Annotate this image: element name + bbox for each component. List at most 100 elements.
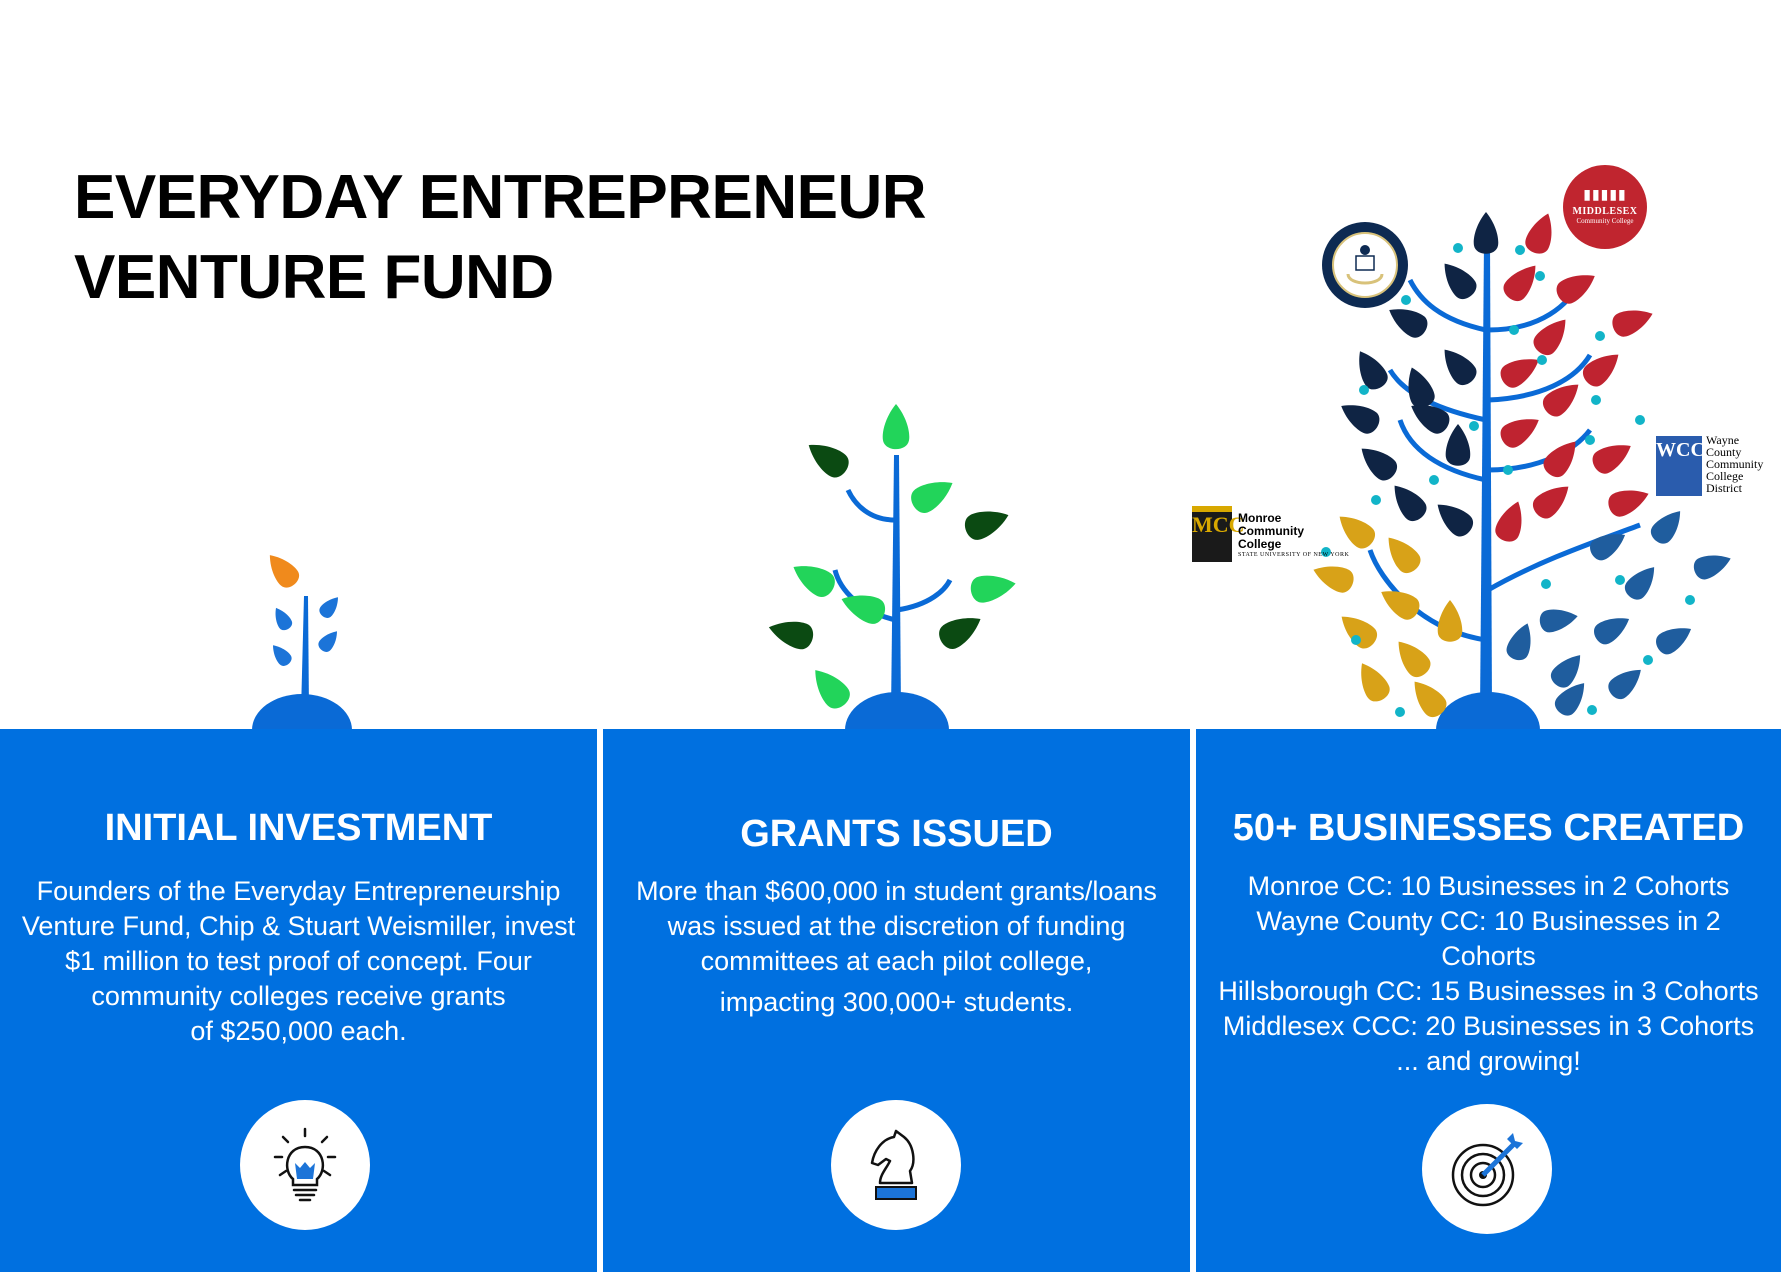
tree-leaf bbox=[1385, 477, 1431, 526]
tree-leaf bbox=[1578, 345, 1627, 391]
panel-heading: 50+ BUSINESSES CREATED bbox=[1232, 807, 1745, 849]
panel-businesses-created: 50+ BUSINESSES CREATED Monroe CC: 10 Bus… bbox=[1196, 729, 1781, 1272]
tree-leaf bbox=[1690, 547, 1735, 583]
wccd-line: Wayne bbox=[1706, 433, 1740, 447]
hillsborough-seal bbox=[1332, 232, 1398, 298]
panel-line: Founders of the Everyday Entrepreneurshi… bbox=[36, 876, 561, 906]
tree-branch bbox=[1487, 353, 1593, 403]
panel-heading: GRANTS ISSUED bbox=[740, 813, 1053, 855]
panel-initial-investment: INITIAL INVESTMENT Founders of the Every… bbox=[0, 729, 597, 1272]
mcc-name: Monroe Community College bbox=[1238, 512, 1318, 551]
panel-heading: INITIAL INVESTMENT bbox=[104, 807, 493, 849]
tree-leaf bbox=[1437, 600, 1463, 642]
tree-leaf bbox=[1375, 581, 1424, 624]
tree-leaf bbox=[1609, 302, 1657, 340]
seal-icon bbox=[1346, 245, 1384, 285]
seedling-leaf bbox=[316, 592, 344, 621]
panel-line: Monroe CC: 10 Businesses in 2 Cohorts bbox=[1247, 871, 1730, 901]
tree-dots bbox=[1321, 243, 1695, 717]
tree-leaf bbox=[1353, 439, 1402, 485]
page-title-line-1: EVERYDAY ENTREPRENEUR bbox=[74, 163, 927, 232]
sapling-leaf bbox=[765, 614, 816, 652]
panel-body: Founders of the Everyday Entrepreneurshi… bbox=[16, 874, 581, 1049]
tree-leaf bbox=[1499, 257, 1545, 306]
seedling-leaf bbox=[315, 626, 343, 655]
middlesex-name: MIDDLESEX bbox=[1572, 206, 1638, 217]
panel-line: was issued at the discretion of funding bbox=[667, 911, 1126, 941]
seedling-plant bbox=[252, 547, 352, 730]
panel-body: More than $600,000 in student grants/loa… bbox=[619, 874, 1174, 1020]
panel-line: $1 million to test proof of concept. Fou… bbox=[65, 946, 532, 976]
panel-line: community colleges receive grants bbox=[91, 981, 506, 1011]
seedling-leaf bbox=[269, 604, 295, 633]
sapling-leaf bbox=[801, 434, 854, 482]
tree-leaf bbox=[1588, 435, 1637, 478]
tree-leaf bbox=[1492, 497, 1530, 545]
tree-leaf bbox=[1435, 255, 1481, 304]
tree-leaf bbox=[1590, 609, 1635, 648]
tree-leaf bbox=[1335, 395, 1384, 438]
tree-leaf bbox=[1309, 558, 1357, 596]
tree-leaf bbox=[1503, 619, 1539, 664]
tree-leaf bbox=[1620, 559, 1663, 604]
panel-body: Monroe CC: 10 Businesses in 2 Cohorts Wa… bbox=[1212, 869, 1765, 1079]
tree-leaf bbox=[1652, 619, 1697, 658]
tree-branch bbox=[1486, 522, 1641, 593]
tree-leaf bbox=[1496, 349, 1545, 392]
seedling-leaf bbox=[261, 547, 304, 592]
page-title: EVERYDAY ENTREPRENEUR VENTURE FUND bbox=[74, 158, 927, 318]
mcc-sub: STATE UNIVERSITY OF NEW YORK bbox=[1238, 552, 1350, 558]
tree-leaf bbox=[1528, 477, 1577, 523]
panel-line: ... and growing! bbox=[1396, 1046, 1581, 1076]
tree-plant bbox=[1309, 209, 1735, 730]
sapling-stem bbox=[891, 455, 901, 712]
tree-leaf bbox=[1605, 482, 1653, 520]
target-arrow-icon bbox=[1422, 1104, 1552, 1234]
seedling-leaf bbox=[267, 640, 295, 669]
panel-line: Wayne County CC: 10 Businesses in 2 Coho… bbox=[1256, 906, 1721, 971]
middlesex-logo: ▮▮▮▮▮ MIDDLESEX Community College bbox=[1563, 165, 1647, 249]
sapling-branch bbox=[845, 488, 896, 523]
wccd-name: Wayne County Community College District bbox=[1706, 434, 1781, 494]
wccd-line: Community bbox=[1706, 457, 1764, 471]
tree-leaf bbox=[1351, 657, 1394, 706]
panel-line: Venture Fund, Chip & Stuart Weismiller, … bbox=[21, 911, 576, 941]
sapling-branch bbox=[896, 578, 953, 613]
panel-line: impacting 300,000+ students. bbox=[719, 987, 1074, 1017]
tree-leaf bbox=[1604, 661, 1649, 704]
mcc-line: College bbox=[1238, 537, 1282, 551]
tree-branch bbox=[1407, 278, 1487, 333]
panel-line: committees at each pilot college, bbox=[700, 946, 1093, 976]
sapling-leaf bbox=[882, 404, 910, 450]
growth-illustration bbox=[252, 209, 1735, 730]
tree-leaf bbox=[1496, 409, 1545, 452]
panel-grants-issued: GRANTS ISSUED More than $600,000 in stud… bbox=[603, 729, 1190, 1272]
sapling-leaf bbox=[968, 570, 1018, 605]
wccd-line: County bbox=[1706, 445, 1742, 459]
panel-line: of $250,000 each. bbox=[190, 1016, 407, 1046]
tree-leaf bbox=[1333, 607, 1382, 653]
hillsborough-logo bbox=[1322, 222, 1408, 308]
tree-leaf bbox=[1538, 605, 1580, 634]
wccd-line: District bbox=[1706, 481, 1742, 495]
tree-leaf bbox=[1389, 633, 1435, 682]
lightbulb-icon bbox=[240, 1100, 370, 1230]
tree-leaf bbox=[1646, 503, 1689, 548]
chess-knight-icon bbox=[831, 1100, 961, 1230]
sapling-leaf bbox=[786, 555, 840, 602]
tree-leaf bbox=[1349, 345, 1392, 394]
tree-leaf bbox=[1522, 209, 1560, 257]
sapling-leaf bbox=[805, 661, 855, 714]
panel-line: Middlesex CCC: 20 Businesses in 3 Cohort… bbox=[1222, 1011, 1755, 1041]
tree-leaf bbox=[1379, 529, 1425, 578]
tree-leaf bbox=[1429, 495, 1478, 541]
tree-leaf bbox=[1435, 341, 1481, 390]
panel-line: More than $600,000 in student grants/loa… bbox=[636, 876, 1157, 906]
sapling-plant bbox=[765, 404, 1018, 730]
wccd-mark: WCCD bbox=[1656, 436, 1719, 496]
tree-leaf bbox=[1445, 424, 1471, 466]
tree-leaf bbox=[1331, 507, 1380, 553]
mcc-line: Monroe bbox=[1238, 511, 1282, 525]
tree-leaf bbox=[1383, 299, 1432, 342]
tree-branch bbox=[1397, 419, 1487, 483]
